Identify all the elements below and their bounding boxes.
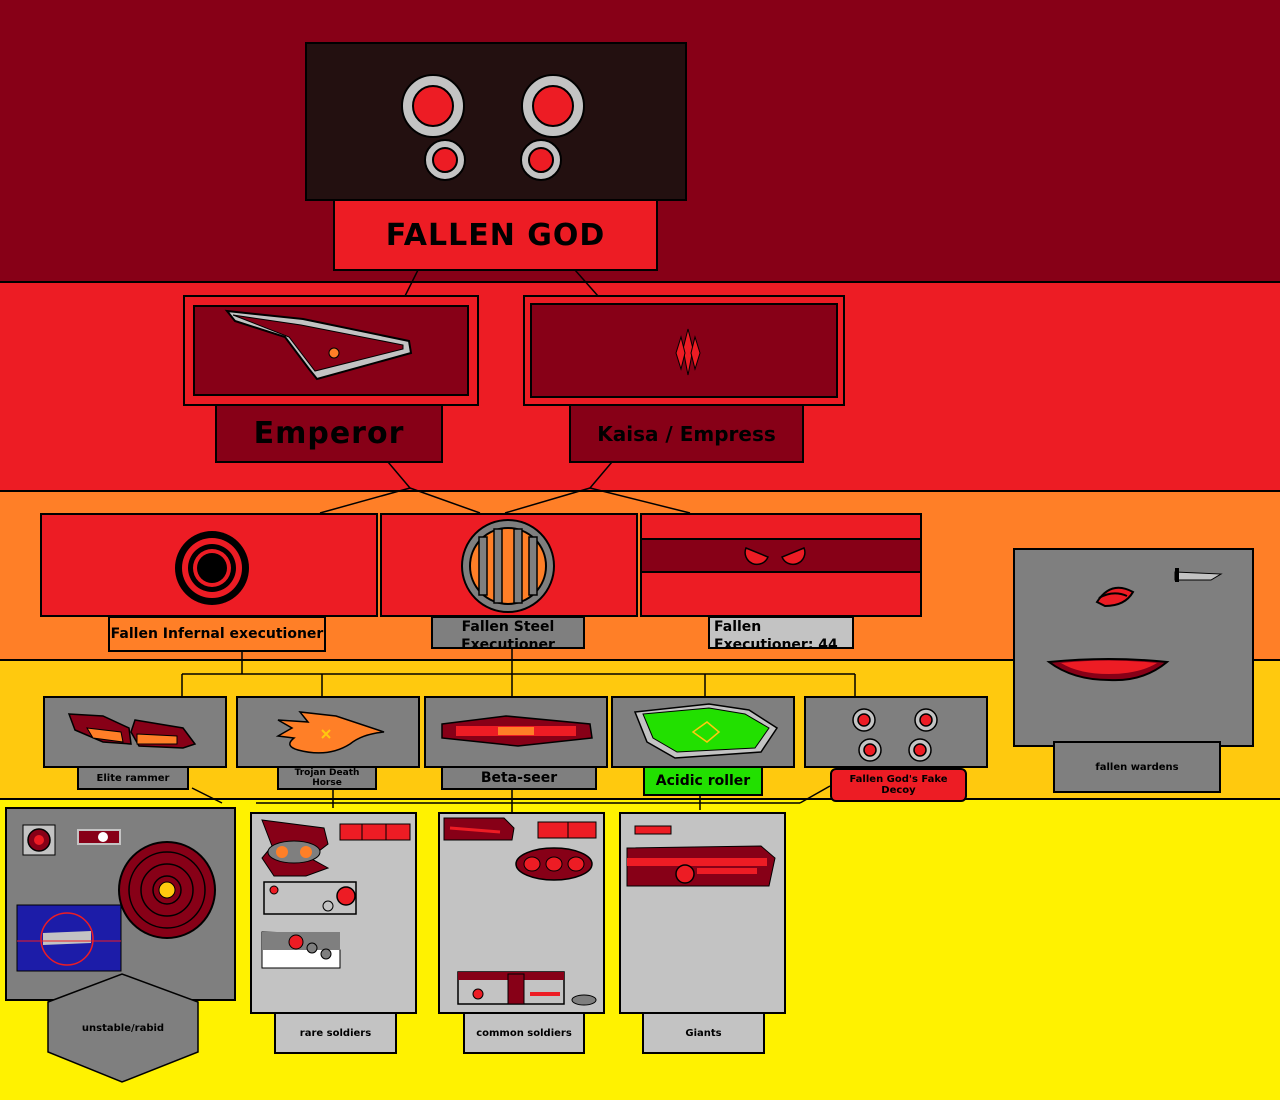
common-soldiers-portrait: [438, 812, 605, 1014]
beta-seer-label: Beta-seer: [441, 766, 597, 790]
executioner-44-portrait: [640, 513, 922, 617]
steel-executioner-portrait: [380, 513, 638, 617]
infernal-executioner-portrait: [40, 513, 378, 617]
emperor-label: Emperor: [215, 404, 443, 463]
angry-eyes-icon: [744, 547, 806, 566]
acidic-roller-label: Acidic roller: [643, 766, 763, 796]
grate-icon: [461, 519, 555, 613]
rare-soldiers-portrait: [250, 812, 417, 1014]
four-eyes-icon: [401, 74, 585, 181]
blade-ship-icon: [224, 309, 413, 381]
rabid-label: unstable/rabid: [81, 1022, 165, 1034]
acid-pool-icon: [633, 703, 779, 759]
kaisa-portrait: [523, 295, 845, 406]
giants-portrait: [619, 812, 786, 1014]
fallen-god-portrait: [305, 42, 687, 201]
decoy-eyes-icon: [852, 708, 938, 762]
warden-icon: [1046, 568, 1223, 682]
decoy-label: Fallen God's Fake Decoy: [830, 768, 967, 802]
diamond-icon: [675, 328, 701, 376]
elite-rammer-label: Elite rammer: [77, 766, 189, 790]
executioner-44-label: Fallen Executioner: 44 model: [708, 616, 854, 649]
elite-rammer-portrait: [43, 696, 227, 768]
visor-icon: [441, 715, 593, 747]
emperor-portrait: [183, 295, 479, 406]
flame-icon: [275, 711, 385, 754]
giant-icon: [626, 825, 776, 887]
common-soldier-icon: [443, 817, 597, 1006]
giants-label: Giants: [642, 1012, 765, 1054]
trojan-label: Trojan Death Horse: [277, 766, 377, 790]
steel-executioner-label: Fallen Steel Executioner: [431, 616, 585, 649]
rare-soldiers-label: rare soldiers: [274, 1012, 397, 1054]
acidic-roller-portrait: [611, 696, 795, 768]
decoy-portrait: [804, 696, 988, 768]
rammer-ship-icon: [67, 713, 197, 749]
beta-seer-portrait: [424, 696, 608, 768]
rabid-icon: [16, 824, 216, 972]
wardens-label: fallen wardens: [1053, 741, 1221, 793]
rare-soldier-icon: [261, 819, 411, 969]
rabid-portrait: [5, 807, 236, 1001]
kaisa-label: Kaisa / Empress: [569, 404, 804, 463]
trojan-portrait: [236, 696, 420, 768]
wardens-portrait: [1013, 548, 1254, 747]
infernal-executioner-label: Fallen Infernal executioner: [108, 616, 326, 652]
common-soldiers-label: common soldiers: [463, 1012, 585, 1054]
concentric-rings-icon: [175, 531, 249, 605]
fallen-god-label: FALLEN GOD: [333, 199, 658, 271]
